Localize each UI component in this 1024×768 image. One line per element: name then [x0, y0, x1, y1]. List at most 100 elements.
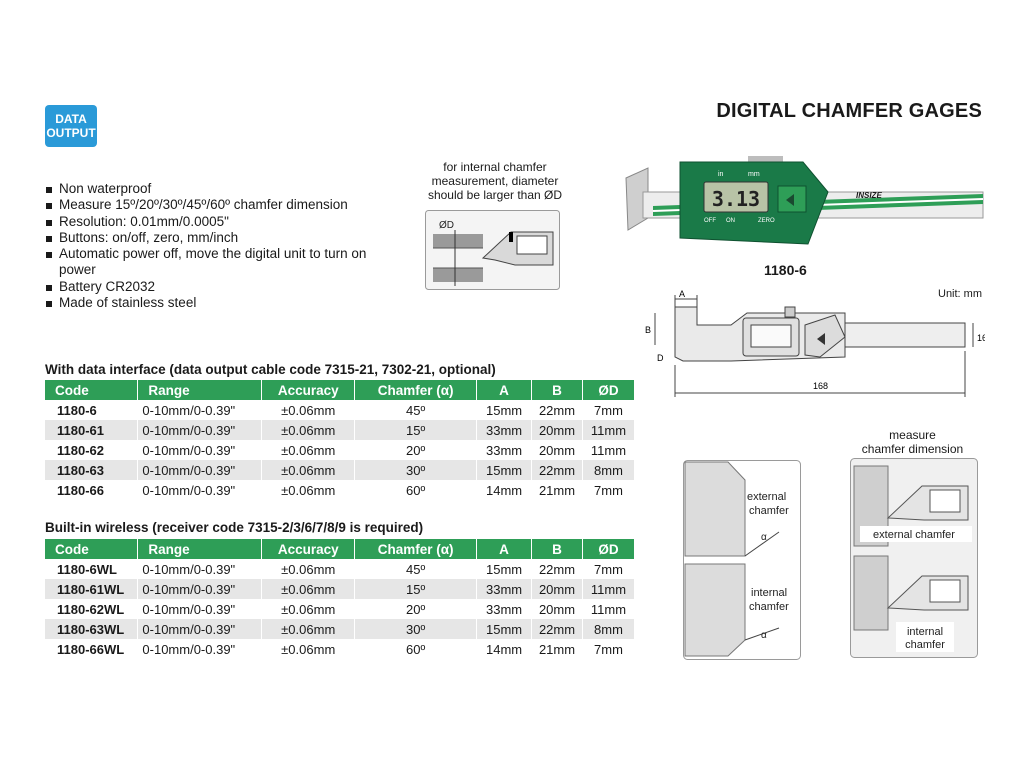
model-label: 1180-6	[764, 262, 807, 278]
outline-knob	[784, 306, 796, 318]
cell: 33mm	[476, 440, 533, 460]
dim-a-label: A	[679, 289, 685, 299]
diameter-label: ØD	[439, 220, 454, 231]
col-header: Chamfer (α)	[354, 539, 478, 559]
cell: 15mm	[476, 559, 533, 579]
feature-item: Non waterproof	[45, 181, 385, 197]
table-row: 1180-62 0-10mm/0-0.39" ±0.06mm 20º 33mm …	[45, 440, 635, 460]
external-label: external	[747, 491, 786, 503]
col-header: B	[531, 380, 583, 400]
table-row: 1180-61 0-10mm/0-0.39" ±0.06mm 15º 33mm …	[45, 420, 635, 440]
col-header: Chamfer (α)	[354, 380, 478, 400]
feature-item: Made of stainless steel	[45, 295, 385, 311]
cell: 20º	[354, 599, 478, 619]
section-title-wireless: Built-in wireless (receiver code 7315-2/…	[45, 520, 424, 535]
alpha-label: α	[761, 532, 767, 543]
cell: 0-10mm/0-0.39"	[137, 460, 263, 480]
internal-chamfer-label: chamfer	[905, 639, 945, 651]
play-icon	[786, 194, 794, 206]
btn-zero-label: ZERO	[758, 218, 775, 224]
dimension-drawing: A B D 16 168	[645, 289, 985, 397]
cell: ±0.06mm	[261, 599, 356, 619]
external-chamfer-label: external chamfer	[873, 529, 955, 541]
feature-item: Measure 15º/20º/30º/45º/60º chamfer dime…	[45, 197, 385, 213]
spec-table-data-interface: Code Range Accuracy Chamfer (α) A B ØD 1…	[45, 380, 635, 500]
cell: 11mm	[582, 599, 635, 619]
cell: 14mm	[476, 480, 533, 500]
gage-marker	[509, 232, 513, 242]
cell: 0-10mm/0-0.39"	[137, 480, 263, 500]
lcd-value: 3.13	[712, 187, 760, 211]
cell: ±0.06mm	[261, 579, 356, 599]
unit-note: Unit: mm	[938, 288, 982, 300]
cell: 20mm	[531, 420, 583, 440]
table-row: 1180-61WL 0-10mm/0-0.39" ±0.06mm 15º 33m…	[45, 579, 635, 599]
gage-sketch-display	[929, 489, 961, 513]
dim-16-label: 16	[977, 333, 985, 343]
col-header: Code	[45, 380, 139, 400]
col-header: Range	[137, 539, 263, 559]
col-header: ØD	[582, 539, 635, 559]
cell: 8mm	[582, 619, 635, 639]
cell: 22mm	[531, 400, 583, 420]
col-header: Range	[137, 380, 263, 400]
internal-label: internal	[751, 587, 787, 599]
dim-b-label: B	[645, 325, 651, 335]
col-header: B	[531, 539, 583, 559]
cell: 0-10mm/0-0.39"	[137, 599, 263, 619]
col-header: Accuracy	[261, 539, 356, 559]
heading-line: chamfer dimension	[861, 442, 964, 456]
cell: 30º	[354, 460, 478, 480]
table-header-row: Code Range Accuracy Chamfer (α) A B ØD	[45, 539, 635, 559]
col-header: Code	[45, 539, 139, 559]
cell: 1180-63WL	[45, 619, 139, 639]
col-header: ØD	[582, 380, 635, 400]
page-title: DIGITAL CHAMFER GAGES	[716, 100, 982, 122]
internal-label: chamfer	[749, 601, 789, 613]
cell: 15º	[354, 420, 478, 440]
outline-play-icon	[817, 333, 825, 345]
cell: 21mm	[531, 480, 583, 500]
cell: 20mm	[531, 440, 583, 460]
table-header-row: Code Range Accuracy Chamfer (α) A B ØD	[45, 380, 635, 400]
gage-photo: 3.13 in mm OFF ON ZERO INSIZE	[625, 156, 984, 245]
external-chamfer-block	[684, 461, 746, 557]
cell: 33mm	[476, 420, 533, 440]
bore-wall-top	[433, 234, 483, 248]
feature-item: Automatic power off, move the digital un…	[45, 246, 385, 279]
table-row: 1180-63 0-10mm/0-0.39" ±0.06mm 30º 15mm …	[45, 460, 635, 480]
gage-display-sketch	[516, 235, 548, 255]
angle-line	[744, 531, 780, 557]
label-bg	[896, 622, 954, 652]
cell: 0-10mm/0-0.39"	[137, 619, 263, 639]
cell: 0-10mm/0-0.39"	[137, 420, 263, 440]
gage-lcd	[703, 181, 769, 213]
cell: 0-10mm/0-0.39"	[137, 400, 263, 420]
feature-item: Buttons: on/off, zero, mm/inch	[45, 230, 385, 246]
col-header: A	[476, 380, 533, 400]
cell: 7mm	[582, 559, 635, 579]
cell: 45º	[354, 400, 478, 420]
internal-chamfer-note: for internal chamfer measurement, diamet…	[405, 160, 585, 202]
cell: 1180-6WL	[45, 559, 139, 579]
brand-logo: INSIZE	[856, 191, 882, 200]
cell: 15mm	[476, 619, 533, 639]
dim-d-label: D	[657, 353, 664, 363]
cell: ±0.06mm	[261, 400, 356, 420]
bore-wall-bottom	[433, 268, 483, 282]
feature-list: Non waterproof Measure 15º/20º/30º/45º/6…	[45, 181, 385, 311]
cell: 7mm	[582, 480, 635, 500]
col-header: Accuracy	[261, 380, 356, 400]
cell: 1180-6	[45, 400, 139, 420]
cell: 7mm	[582, 639, 635, 659]
cell: 21mm	[531, 639, 583, 659]
cell: 1180-62WL	[45, 599, 139, 619]
table-row: 1180-63WL 0-10mm/0-0.39" ±0.06mm 30º 15m…	[45, 619, 635, 639]
chamfer-type-diagram: external chamfer α internal chamfer α	[683, 460, 801, 660]
cell: 1180-66WL	[45, 639, 139, 659]
note-line: measurement, diameter	[431, 174, 559, 188]
section-title-data-interface: With data interface (data output cable c…	[45, 362, 496, 377]
table-row: 1180-6 0-10mm/0-0.39" ±0.06mm 45º 15mm 2…	[45, 400, 635, 420]
table-row: 1180-62WL 0-10mm/0-0.39" ±0.06mm 20º 33m…	[45, 599, 635, 619]
cell: 0-10mm/0-0.39"	[137, 579, 263, 599]
